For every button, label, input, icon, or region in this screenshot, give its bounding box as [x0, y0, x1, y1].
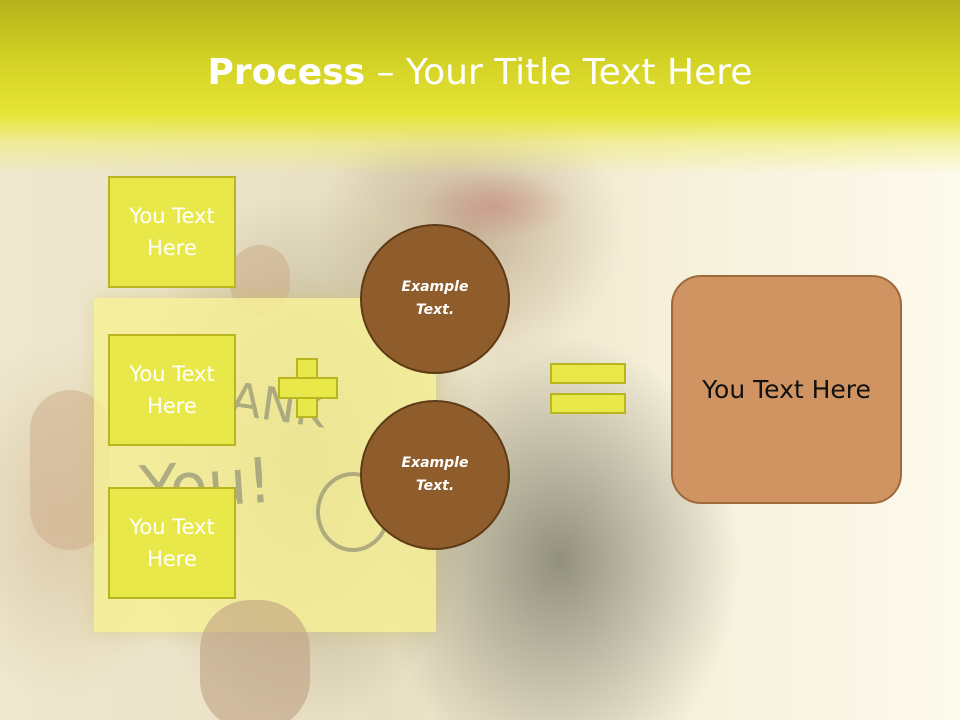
title-bold: Process	[207, 52, 366, 93]
background-hand	[200, 600, 310, 720]
result-box[interactable]: You Text Here	[671, 275, 902, 504]
title-rest: – Your Title Text Here	[365, 52, 753, 93]
text-box-2[interactable]: You Text Here	[108, 334, 236, 446]
plus-icon-center	[298, 379, 316, 397]
text-box-1[interactable]: You Text Here	[108, 176, 236, 288]
example-circle-2[interactable]: Example Text.	[360, 400, 510, 550]
equals-icon	[550, 363, 626, 384]
slide-title: Process – Your Title Text Here	[0, 52, 960, 93]
header-band	[0, 0, 960, 175]
equals-icon-bar	[550, 393, 626, 414]
example-circle-1[interactable]: Example Text.	[360, 224, 510, 374]
text-box-3[interactable]: You Text Here	[108, 487, 236, 599]
